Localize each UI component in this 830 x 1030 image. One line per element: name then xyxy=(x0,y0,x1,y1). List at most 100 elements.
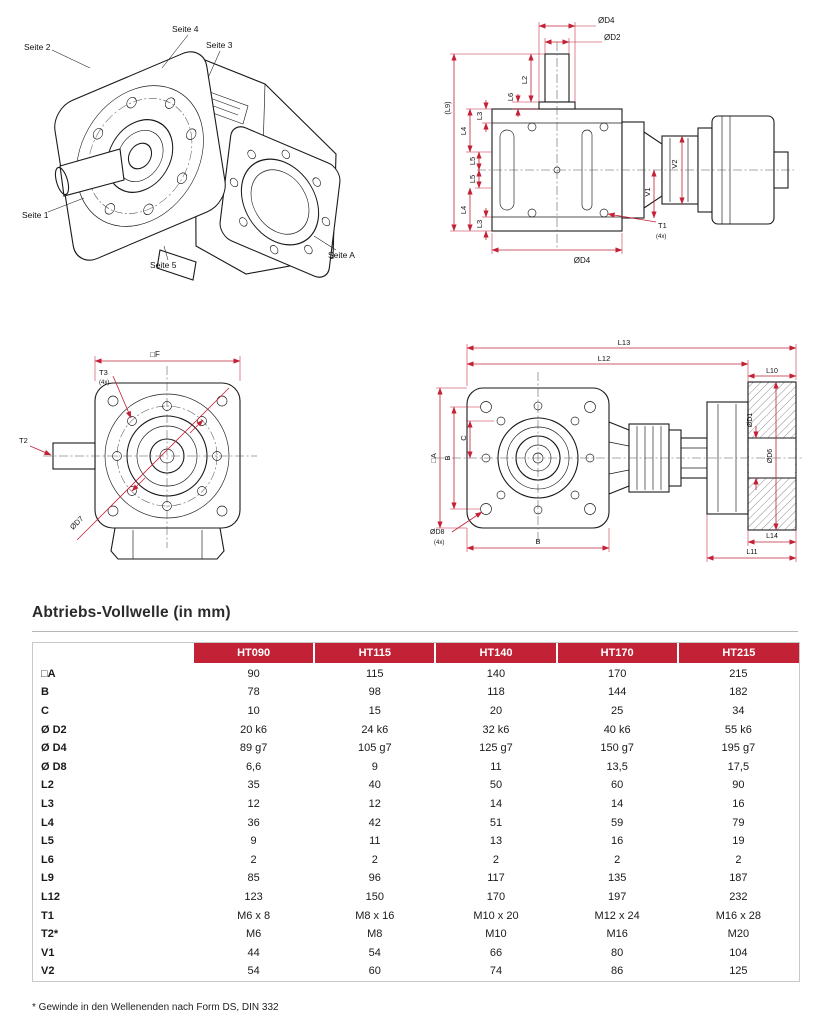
dim-l2: L2 xyxy=(520,76,529,84)
label-seite-3: Seite 3 xyxy=(206,40,233,50)
cell-value: 44 xyxy=(247,946,260,959)
label-seite-1: Seite 1 xyxy=(22,210,49,220)
top-view-dimensions: ØD4 ØD2 L2 L6 L3 L4 L5 L5 L4 L3 (L9) V2 … xyxy=(443,16,685,265)
cell-value: 2 xyxy=(492,853,500,866)
dim-l4-upper: L4 xyxy=(459,127,468,135)
dim-d4-top: ØD4 xyxy=(598,16,615,25)
cell-value: 2 xyxy=(735,853,742,866)
cell-value: 20 k6 xyxy=(240,723,268,736)
dim-l9: (L9) xyxy=(443,101,452,115)
cell-value: 16 xyxy=(611,835,624,848)
row-label: B xyxy=(41,686,49,699)
cell-value: M16 x 28 xyxy=(715,909,761,922)
cell-value: 123 xyxy=(244,890,263,903)
cell-value: 59 xyxy=(611,816,624,829)
page-title: Abtriebs-Vollwelle (in mm) xyxy=(32,604,231,621)
dim-l4-lower: L4 xyxy=(459,206,468,214)
row-label: L2 xyxy=(41,779,54,792)
header-empty-cell xyxy=(33,643,193,665)
cell-value: 20 xyxy=(489,704,503,717)
cell-value: 42 xyxy=(368,816,381,829)
dim-t2: T2 xyxy=(19,436,28,445)
row-label: Ø D2 xyxy=(41,723,67,736)
cell-value: 35 xyxy=(247,779,260,792)
dim-t3: T3 xyxy=(99,368,108,377)
dim-d8: ØD8 xyxy=(430,529,445,536)
cell-value: 125 g7 xyxy=(479,742,513,755)
cell-value: 115 xyxy=(366,667,384,680)
cell-value: 54 xyxy=(368,946,381,959)
dim-l6: L6 xyxy=(506,93,515,101)
column-header-ht140: HT140 xyxy=(434,643,557,665)
cell-value: 232 xyxy=(729,890,748,903)
row-label: Ø D4 xyxy=(41,742,67,755)
dim-b-bottom: B xyxy=(535,537,540,546)
row-label: L3 xyxy=(41,797,54,810)
row-label: L5 xyxy=(41,835,54,848)
row-label: C xyxy=(41,704,49,717)
cell-value: 50 xyxy=(489,779,503,792)
cell-value: 96 xyxy=(368,872,381,885)
column-header-ht090: HT090 xyxy=(191,643,315,665)
cell-value: 11 xyxy=(490,760,502,773)
cell-value: 90 xyxy=(732,779,745,792)
table-header-row: HT090 HT115 HT140 HT170 HT215 xyxy=(33,643,799,665)
cell-value: 117 xyxy=(487,872,505,885)
cell-value: 11 xyxy=(369,835,381,848)
dim-d2: ØD2 xyxy=(604,33,621,42)
cell-value: M16 xyxy=(606,928,628,941)
cell-value: M20 xyxy=(727,928,750,941)
cell-value: 2 xyxy=(250,853,257,866)
dim-t3-qty: (4x) xyxy=(99,380,109,386)
cell-value: 80 xyxy=(611,946,624,959)
cell-value: 12 xyxy=(247,797,260,810)
cell-value: 51 xyxy=(489,816,503,829)
cell-value: M8 x 16 xyxy=(355,909,395,922)
label-seite-2: Seite 2 xyxy=(24,42,51,52)
cell-value: 85 xyxy=(247,872,260,885)
mounting-foot-front xyxy=(110,527,225,560)
cell-value: 90 xyxy=(247,667,260,680)
row-label: L4 xyxy=(41,816,54,829)
cell-value: 19 xyxy=(732,835,745,848)
cell-value: 98 xyxy=(368,686,381,699)
cell-value: 14 xyxy=(611,797,624,810)
cell-value: 66 xyxy=(489,946,503,959)
dim-d8-qty: (4x) xyxy=(434,540,444,546)
mounting-foot xyxy=(156,249,197,281)
row-label: T1 xyxy=(41,909,54,922)
cell-value: 32 k6 xyxy=(482,723,510,736)
cell-value: 135 xyxy=(607,872,627,885)
column-header-ht215: HT215 xyxy=(676,643,799,665)
cell-value: 60 xyxy=(368,965,381,978)
cell-value: 187 xyxy=(729,872,748,885)
dim-l11: L11 xyxy=(746,549,757,556)
cell-value: 79 xyxy=(732,816,745,829)
cell-value: 55 k6 xyxy=(724,723,752,736)
cell-value: 140 xyxy=(486,667,506,680)
cell-value: 24 k6 xyxy=(361,723,389,736)
cell-value: M6 xyxy=(245,928,262,941)
iso-labels: Seite 2 Seite 4 Seite 3 Seite 1 Seite 5 … xyxy=(22,24,355,270)
row-label: L6 xyxy=(41,853,54,866)
label-seite-a: Seite A xyxy=(328,250,355,260)
cell-value: M10 x 20 xyxy=(473,909,519,922)
cell-value: M10 xyxy=(485,928,507,941)
cell-value: 17,5 xyxy=(727,760,750,773)
section-title-block: Abtriebs-Vollwelle (in mm) xyxy=(32,604,798,632)
row-label: V1 xyxy=(41,946,55,959)
dim-b-left: B xyxy=(443,455,452,460)
cell-value: 170 xyxy=(486,890,506,903)
cell-value: 144 xyxy=(607,686,627,699)
cell-value: 74 xyxy=(489,965,503,978)
dim-d4-bottom: ØD4 xyxy=(574,256,591,265)
dim-d6: ØD6 xyxy=(767,449,774,464)
dim-d1: ØD1 xyxy=(747,413,754,428)
